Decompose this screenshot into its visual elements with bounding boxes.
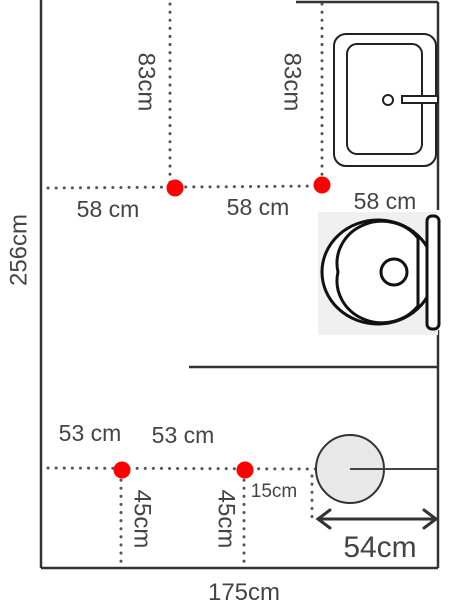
height-label: 256cm	[6, 214, 33, 286]
toilet-icon	[318, 212, 441, 335]
connection-points	[113, 176, 331, 479]
lower-left-point	[113, 461, 131, 479]
sink-icon	[333, 33, 439, 167]
drain-gap-label: 15cm	[251, 481, 297, 502]
upper-left-point	[166, 179, 184, 197]
upper-left-vertical-label: 83cm	[133, 53, 160, 112]
upper-middle-horizontal-label: 58 cm	[227, 194, 290, 220]
lower-left-vertical-label: 45cm	[129, 490, 156, 549]
upper-right-point	[313, 176, 331, 194]
lower-right-point	[236, 461, 254, 479]
lower-horizontal-line	[46, 466, 318, 471]
shower-drain-icon	[315, 434, 438, 504]
upper-horizontal-line	[46, 184, 324, 190]
upper-left-horizontal-label: 58 cm	[77, 196, 140, 222]
lower-right-vertical-label: 45cm	[213, 490, 240, 549]
drain-width-arrow	[315, 508, 439, 530]
drain-width-label: 54cm	[343, 531, 416, 564]
measurement-lines	[46, 2, 324, 568]
upper-right-vertical-label: 83cm	[279, 53, 306, 112]
upper-right-horizontal-label: 58 cm	[354, 188, 417, 214]
width-label: 175cm	[208, 579, 280, 606]
lower-middle-horizontal-label: 53 cm	[152, 422, 215, 448]
lower-left-horizontal-label: 53 cm	[59, 420, 122, 446]
room-walls	[39, 0, 440, 570]
